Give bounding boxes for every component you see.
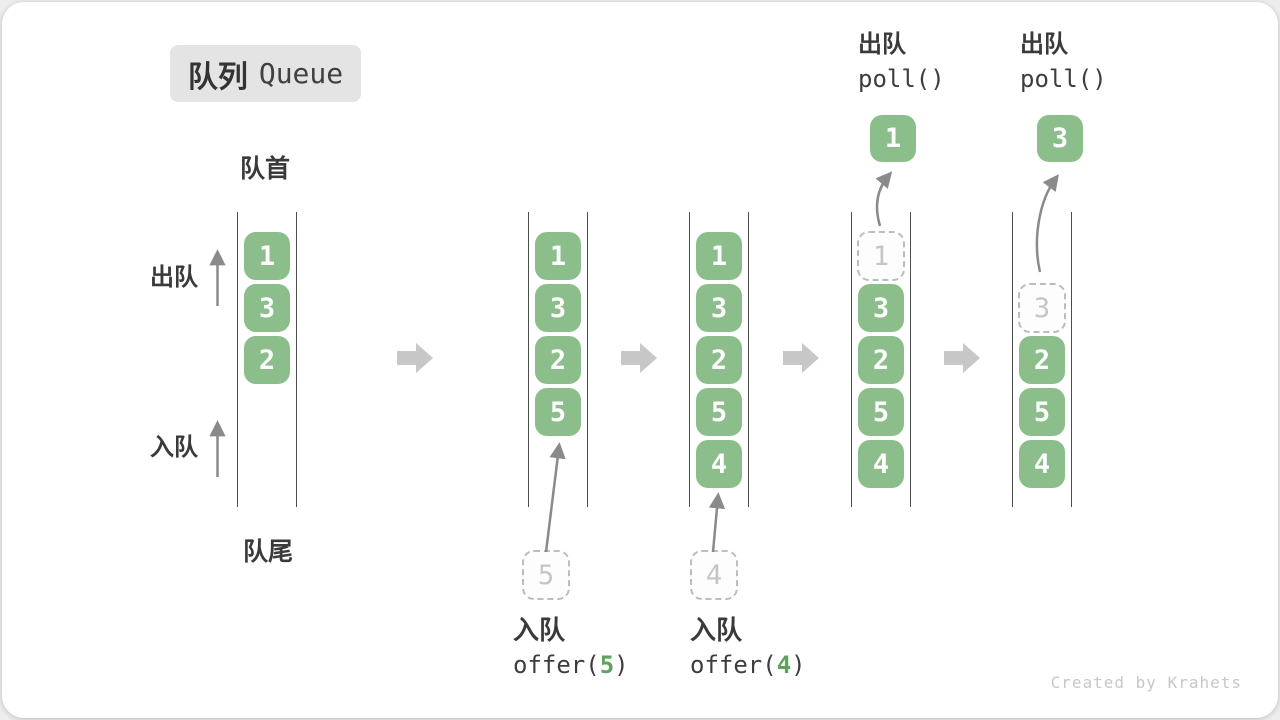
queue-block: 2 — [535, 336, 581, 384]
queue-channel-2 — [528, 212, 588, 507]
enqueue-arrow-icon — [544, 442, 566, 553]
removed-ghost-block: 3 — [1018, 283, 1066, 333]
label-dequeue-direction: 出队 — [150, 264, 198, 291]
title-en: Queue — [258, 57, 344, 90]
label-queue-front: 队首 — [240, 155, 291, 183]
title-zh: 队列 — [187, 60, 248, 94]
enqueue-action-code: offer(5) — [513, 651, 629, 679]
enqueue-action-label: 入队 — [690, 615, 743, 645]
step-arrow-icon — [397, 343, 433, 373]
queue-channel-4 — [851, 212, 911, 507]
step-arrow-icon — [783, 343, 819, 373]
queue-channel-3 — [689, 212, 749, 507]
dequeue-arrow-icon — [1035, 174, 1059, 273]
queue-block: 5 — [696, 388, 742, 436]
dequeue-arrow-icon — [875, 171, 893, 227]
queue-block: 5 — [1019, 388, 1065, 436]
incoming-ghost-block: 4 — [690, 550, 738, 600]
enqueue-arrow-icon — [708, 492, 726, 553]
step-arrow-icon — [944, 343, 980, 373]
queue-block: 3 — [858, 284, 904, 332]
enqueue-action-label: 入队 — [513, 615, 566, 645]
watermark: Created by Krahets — [1050, 673, 1242, 692]
queue-block: 4 — [1019, 440, 1065, 488]
queue-block: 3 — [244, 284, 290, 332]
label-queue-rear: 队尾 — [243, 538, 294, 566]
queue-block: 4 — [858, 440, 904, 488]
queue-block: 2 — [1019, 336, 1065, 384]
removed-ghost-block: 1 — [857, 231, 905, 281]
dequeue-action-label: 出队 — [1020, 31, 1068, 58]
queue-block: 5 — [858, 388, 904, 436]
queue-block: 5 — [535, 388, 581, 436]
queue-block: 2 — [696, 336, 742, 384]
step-arrow-icon — [621, 343, 657, 373]
queue-block: 2 — [244, 336, 290, 384]
queue-block: 1 — [535, 232, 581, 280]
dequeue-action-code: poll() — [858, 65, 945, 93]
queue-block: 1 — [696, 232, 742, 280]
queue-block: 4 — [696, 440, 742, 488]
title-badge: 队列 Queue — [170, 45, 361, 102]
dequeue-action-label: 出队 — [858, 31, 906, 58]
queue-channel-5 — [1012, 212, 1072, 507]
popped-block: 3 — [1037, 115, 1083, 162]
queue-block: 2 — [858, 336, 904, 384]
queue-channel-1 — [237, 212, 297, 507]
queue-block: 3 — [696, 284, 742, 332]
queue-block: 1 — [244, 232, 290, 280]
popped-block: 1 — [870, 115, 916, 162]
dequeue-action-code: poll() — [1020, 65, 1107, 93]
queue-block: 3 — [535, 284, 581, 332]
label-enqueue-direction: 入队 — [150, 434, 198, 461]
enqueue-action-code: offer(4) — [690, 651, 806, 679]
